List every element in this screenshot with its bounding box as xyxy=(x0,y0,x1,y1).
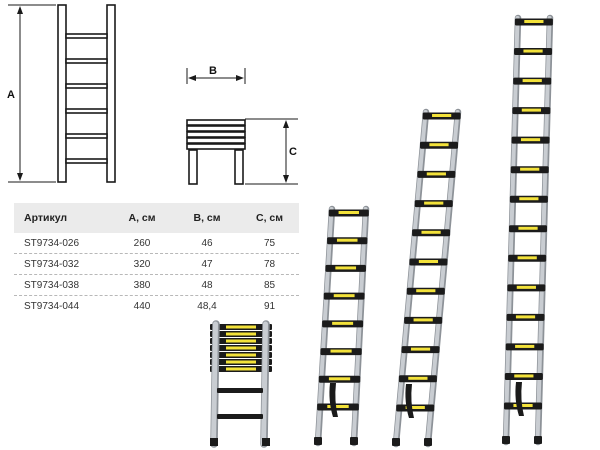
table-row: ST9734-026 260 46 75 xyxy=(14,233,299,254)
header-b: B, см xyxy=(193,212,221,224)
rung-tread-yellow xyxy=(521,108,541,112)
table-header: Артикул A, см B, см C, см xyxy=(14,203,299,233)
ladder-rail-highlight xyxy=(425,110,460,446)
rung-tread-yellow xyxy=(520,138,541,142)
ladder-foot xyxy=(314,437,322,445)
carry-strap xyxy=(515,382,524,416)
table-row: ST9734-032 320 47 78 xyxy=(14,254,299,275)
folded-rung-tread xyxy=(226,325,256,329)
rung-tread-yellow xyxy=(429,143,449,147)
rung-tread-yellow xyxy=(518,226,538,230)
cell-b: 46 xyxy=(201,237,213,249)
carry-strap xyxy=(405,384,414,418)
ladder-diagram-folded: B C xyxy=(186,65,298,185)
cell-b: 48 xyxy=(201,279,213,291)
folded-rung-tread xyxy=(226,346,256,350)
folded-rung-tread xyxy=(226,353,256,357)
folded-rung-tread xyxy=(226,367,256,371)
cell-a: 320 xyxy=(133,258,151,270)
rung-tread-yellow xyxy=(418,260,439,263)
rung-tread-yellow xyxy=(520,167,540,171)
rung-tread-yellow xyxy=(421,230,441,234)
header-c: C, см xyxy=(255,212,284,224)
spec-table: Артикул A, см B, см C, см ST9734-026 260… xyxy=(14,203,299,316)
rung-tread-yellow xyxy=(405,406,425,409)
cell-b: 47 xyxy=(201,258,213,270)
rung-tread-yellow xyxy=(413,318,433,322)
ladder-foot xyxy=(534,436,542,444)
rung-tread-yellow xyxy=(333,294,355,298)
cell-a: 260 xyxy=(133,237,151,249)
rung-tread-yellow xyxy=(517,256,537,260)
rung-tread-yellow xyxy=(524,20,544,23)
rung-tread-yellow xyxy=(515,344,535,348)
dimension-b-label: B xyxy=(209,65,217,77)
header-article: Артикул xyxy=(24,212,68,224)
ladder-rail-highlight xyxy=(261,321,268,447)
cell-article: ST9734-026 xyxy=(24,237,80,249)
rung-tread-yellow xyxy=(424,201,444,205)
rung-tread-yellow xyxy=(335,266,357,270)
ladder-foot xyxy=(424,438,432,446)
rung-tread-yellow xyxy=(522,79,542,83)
rung-tread-yellow xyxy=(327,405,349,408)
cell-b: 48,4 xyxy=(197,300,217,312)
rung-tread-yellow xyxy=(514,374,534,378)
rung-tread-yellow xyxy=(426,172,446,176)
table-row: ST9734-038 380 48 85 xyxy=(14,275,299,296)
ladder-foot xyxy=(392,438,400,446)
cell-c: 85 xyxy=(263,279,276,291)
table-row: ST9734-044 440 48,4 91 xyxy=(14,296,299,316)
rung-tread-yellow xyxy=(513,404,533,407)
photo-ladder-folded xyxy=(210,320,272,448)
ladder-rail-highlight xyxy=(393,110,428,446)
rung-tread-yellow xyxy=(328,377,351,381)
cell-c: 75 xyxy=(263,237,276,249)
folded-rung-tread xyxy=(226,360,256,364)
rung-tread-yellow xyxy=(416,289,436,293)
rung-tread-yellow xyxy=(523,49,543,53)
rung-tread-yellow xyxy=(516,285,536,289)
cell-a: 440 xyxy=(133,300,151,312)
rung-tread-yellow xyxy=(332,321,354,325)
photo-ladder-medium xyxy=(392,108,462,448)
dimension-c-label: C xyxy=(289,146,297,158)
header-a: A, см xyxy=(128,212,156,224)
rung-tread-yellow xyxy=(330,349,352,353)
ladder-diagram-height: A xyxy=(7,4,116,183)
folded-lower-rung xyxy=(217,414,263,419)
ladder-foot xyxy=(262,438,270,446)
ladder-foot xyxy=(502,436,510,444)
rung-tread-yellow xyxy=(515,315,536,319)
dimension-a-label: A xyxy=(7,89,15,101)
rung-tread-yellow xyxy=(338,211,359,214)
folded-rung-tread xyxy=(226,332,256,336)
cell-a: 380 xyxy=(133,279,151,291)
rung-tread-yellow xyxy=(432,114,452,117)
cell-c: 91 xyxy=(263,300,276,312)
photo-ladder-small xyxy=(314,205,370,447)
ladder-foot xyxy=(350,437,358,445)
folded-lower-rung xyxy=(217,388,263,393)
cell-article: ST9734-038 xyxy=(24,279,80,291)
ladder-rail-highlight xyxy=(211,321,218,447)
carry-strap xyxy=(329,383,338,417)
ladder-foot xyxy=(210,438,218,446)
cell-article: ST9734-032 xyxy=(24,258,80,270)
rung-tread-yellow xyxy=(336,238,358,242)
rung-tread-yellow xyxy=(519,197,539,201)
folded-rung-tread xyxy=(226,339,256,343)
photo-ladder-large xyxy=(502,14,554,446)
rung-tread-yellow xyxy=(408,376,428,380)
cell-c: 78 xyxy=(263,258,276,270)
cell-article: ST9734-044 xyxy=(24,300,80,312)
rung-tread-yellow xyxy=(410,347,431,351)
